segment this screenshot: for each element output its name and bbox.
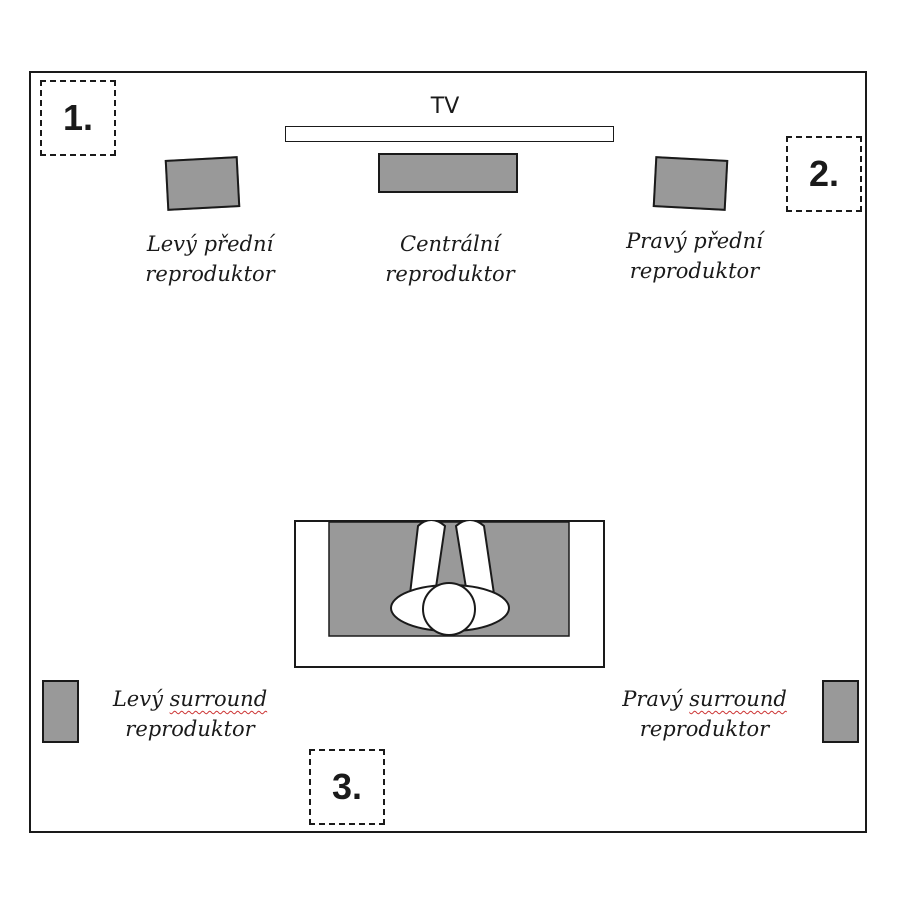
listener-figure <box>390 520 510 636</box>
zone-2: 2. <box>786 136 862 212</box>
front-left-label: Levý přední reproduktor <box>145 232 275 286</box>
front-right-speaker <box>652 156 729 211</box>
surround-left-label: Levý surround reproduktor <box>112 687 268 741</box>
front-right-label: Pravý přední reproduktor <box>626 229 763 283</box>
surround-right-speaker <box>822 680 859 743</box>
zone-3: 3. <box>309 749 385 825</box>
sofa-with-listener <box>294 520 605 668</box>
tv-label: TV <box>430 94 460 119</box>
room-outline <box>29 71 867 833</box>
front-left-speaker <box>164 156 241 211</box>
listener-head <box>422 582 476 636</box>
center-speaker <box>378 153 518 193</box>
surround-left-speaker <box>42 680 79 743</box>
tv-screen <box>285 126 614 142</box>
surround-right-label: Pravý surround reproduktor <box>622 687 787 741</box>
center-label: Centrální reproduktor <box>385 232 515 286</box>
zone-1: 1. <box>40 80 116 156</box>
